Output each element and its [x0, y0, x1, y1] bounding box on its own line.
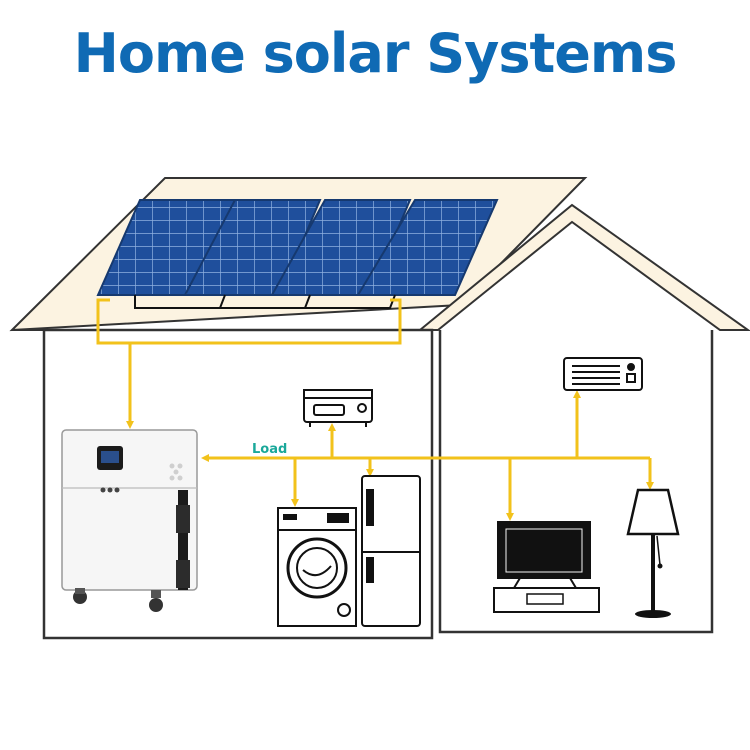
solar-panel-icon	[356, 199, 499, 296]
refrigerator-icon	[361, 475, 421, 627]
page-title: Home solar Systems	[73, 22, 678, 85]
wiring	[96, 298, 654, 521]
battery-inverter-icon	[61, 429, 198, 612]
tv-icon	[493, 521, 600, 613]
router-icon	[303, 389, 373, 427]
washing-machine-icon	[277, 507, 357, 627]
air-conditioner-icon	[563, 357, 643, 391]
load-label: Load	[252, 442, 287, 457]
floor-lamp-icon	[626, 488, 680, 618]
solar-array	[96, 199, 499, 309]
